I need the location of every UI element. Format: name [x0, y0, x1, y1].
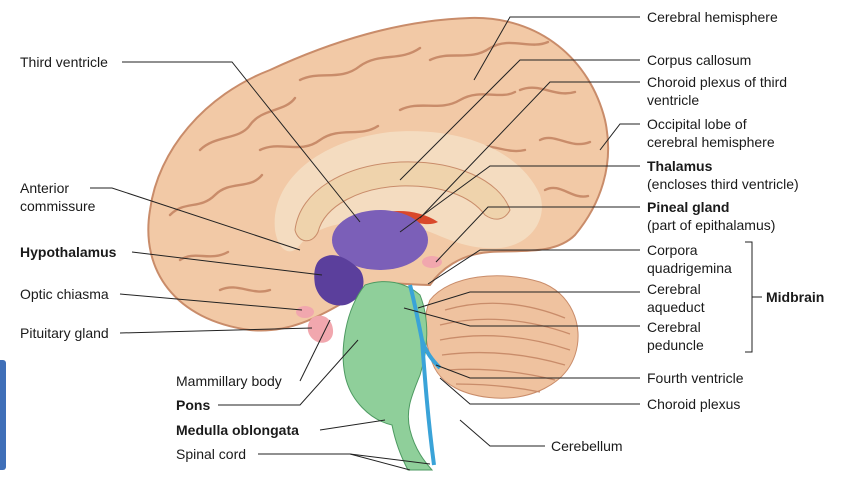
label-choroid-plexus-third-line2: ventricle — [647, 92, 700, 108]
label-cerebral-aqueduct-line2: aqueduct — [647, 299, 705, 315]
label-pineal-gland: Pineal gland (part of epithalamus) — [647, 198, 775, 234]
leader-lines — [90, 16, 762, 471]
label-corpora-quadrigemina-line2: quadrigemina — [647, 260, 732, 276]
label-choroid-plexus-third: Choroid plexus of third ventricle — [647, 73, 787, 109]
label-fourth-ventricle: Fourth ventricle — [647, 370, 744, 386]
label-cerebral-peduncle-line1: Cerebral — [647, 319, 701, 335]
label-anterior-commissure-line1: Anterior — [20, 180, 70, 196]
label-corpora-quadrigemina-line1: Corpora — [647, 242, 698, 258]
label-pituitary-gland: Pituitary gland — [20, 325, 109, 341]
label-thalamus-line2: (encloses third ventricle) — [647, 176, 799, 192]
label-anterior-commissure: Anterior commissure — [20, 179, 95, 215]
label-pineal-gland-line2: (part of epithalamus) — [647, 217, 776, 233]
corpus-callosum-band — [294, 161, 511, 242]
label-choroid-plexus: Choroid plexus — [647, 396, 741, 412]
label-midbrain: Midbrain — [766, 289, 825, 305]
label-hypothalamus: Hypothalamus — [20, 244, 117, 260]
label-cerebral-peduncle: Cerebral peduncle — [647, 318, 704, 354]
label-optic-chiasma: Optic chiasma — [20, 286, 109, 302]
label-mammillary-body: Mammillary body — [176, 373, 282, 389]
pineal-gland-shape — [422, 256, 442, 268]
label-cerebral-aqueduct-line1: Cerebral — [647, 281, 701, 297]
label-anterior-commissure-line2: commissure — [20, 198, 96, 214]
brainstem-shape — [342, 281, 434, 471]
label-spinal-cord: Spinal cord — [176, 446, 247, 462]
label-occipital-lobe-line1: Occipital lobe of — [647, 116, 747, 132]
label-thalamus: Thalamus (encloses third ventricle) — [647, 157, 799, 193]
thalamus-shape — [332, 210, 428, 270]
side-tab — [0, 360, 6, 470]
label-thalamus-line1: Thalamus — [647, 158, 713, 174]
label-pineal-gland-line1: Pineal gland — [647, 199, 730, 215]
cerebellum-shape — [424, 275, 579, 399]
pituitary-shape — [307, 315, 334, 343]
label-occipital-lobe-line2: cerebral hemisphere — [647, 134, 775, 150]
label-cerebral-hemisphere: Cerebral hemisphere — [647, 9, 778, 25]
label-corpus-callosum: Corpus callosum — [647, 52, 752, 68]
label-pons: Pons — [176, 397, 211, 413]
label-cerebral-aqueduct: Cerebral aqueduct — [647, 280, 705, 316]
label-corpora-quadrigemina: Corpora quadrigemina — [647, 241, 732, 277]
label-third-ventricle: Third ventricle — [20, 54, 108, 70]
optic-chiasma-shape — [296, 306, 314, 318]
hypothalamus-shape — [314, 255, 364, 306]
label-cerebellum: Cerebellum — [551, 438, 623, 454]
label-occipital-lobe: Occipital lobe of cerebral hemisphere — [647, 115, 775, 151]
label-cerebral-peduncle-line2: peduncle — [647, 337, 704, 353]
ventricle-channel — [408, 284, 442, 466]
label-medulla-oblongata: Medulla oblongata — [176, 422, 299, 438]
label-choroid-plexus-third-line1: Choroid plexus of third — [647, 74, 788, 90]
cerebellum-folds — [439, 302, 571, 393]
